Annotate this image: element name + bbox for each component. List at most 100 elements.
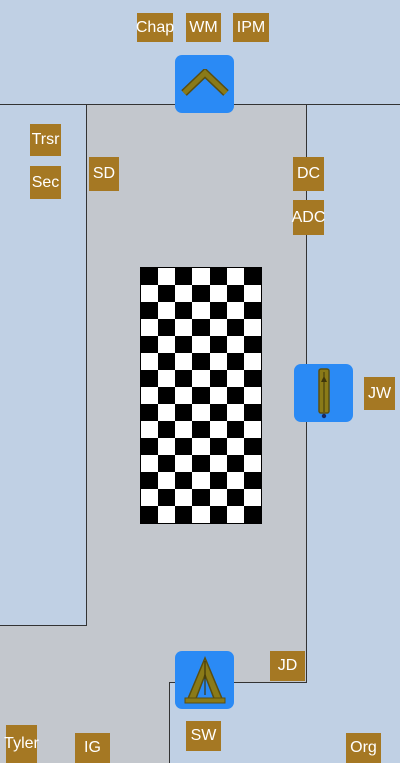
- floor-tile: [141, 421, 159, 438]
- floor-tile: [192, 438, 210, 455]
- floor-tile: [192, 455, 210, 472]
- floor-tile: [175, 472, 193, 489]
- floor-tile: [226, 370, 244, 387]
- floor-tile: [209, 319, 227, 336]
- floor-tile: [226, 489, 244, 506]
- floor-tile: [192, 506, 210, 523]
- floor-tile: [226, 387, 244, 404]
- floor-tile: [192, 302, 210, 319]
- floor-tile: [243, 387, 261, 404]
- floor-tile: [209, 404, 227, 421]
- floor-tile: [209, 489, 227, 506]
- floor-tile: [226, 319, 244, 336]
- floor-tile: [175, 268, 193, 285]
- officer-treasurer[interactable]: Trsr: [30, 124, 61, 156]
- floor-tile: [192, 268, 210, 285]
- officer-junior-deacon[interactable]: JD: [270, 651, 305, 681]
- floor-tile: [158, 472, 176, 489]
- west-pedestal[interactable]: [175, 651, 234, 709]
- floor-tile: [243, 319, 261, 336]
- floor-tile: [209, 421, 227, 438]
- floor-tile: [158, 319, 176, 336]
- floor-tile: [243, 489, 261, 506]
- hall-boundary-left: [86, 104, 87, 626]
- officer-immediate-past-master[interactable]: IPM: [233, 13, 269, 42]
- floor-tile: [209, 438, 227, 455]
- floor-tile: [141, 489, 159, 506]
- floor-tile: [158, 336, 176, 353]
- floor-tile: [175, 387, 193, 404]
- floor-tile: [175, 285, 193, 302]
- east-pedestal[interactable]: [175, 55, 234, 113]
- floor-tile: [243, 455, 261, 472]
- officer-junior-warden[interactable]: JW: [364, 377, 395, 410]
- floor-tile: [141, 302, 159, 319]
- floor-tile: [175, 404, 193, 421]
- officer-secretary[interactable]: Sec: [30, 166, 61, 199]
- floor-tile: [243, 353, 261, 370]
- floor-tile: [175, 506, 193, 523]
- checkered-floor: [140, 267, 262, 524]
- floor-tile: [226, 455, 244, 472]
- floor-tile: [226, 353, 244, 370]
- floor-tile: [192, 421, 210, 438]
- floor-tile: [141, 336, 159, 353]
- floor-tile: [226, 421, 244, 438]
- floor-tile: [226, 472, 244, 489]
- floor-tile: [158, 285, 176, 302]
- floor-tile: [141, 455, 159, 472]
- floor-tile: [158, 370, 176, 387]
- floor-tile: [192, 336, 210, 353]
- floor-tile: [243, 285, 261, 302]
- officer-organist[interactable]: Org: [346, 733, 381, 763]
- floor-tile: [141, 438, 159, 455]
- floor-tile: [209, 336, 227, 353]
- floor-tile: [192, 370, 210, 387]
- floor-tile: [192, 472, 210, 489]
- floor-tile: [209, 370, 227, 387]
- floor-tile: [141, 353, 159, 370]
- officer-chaplain[interactable]: Chap: [136, 13, 174, 42]
- floor-tile: [175, 421, 193, 438]
- officer-tyler[interactable]: Tyler: [4, 725, 39, 763]
- floor-tile: [141, 285, 159, 302]
- floor-tile: [192, 387, 210, 404]
- floor-tile: [141, 472, 159, 489]
- officer-worshipful-master[interactable]: WM: [186, 13, 221, 42]
- hall-boundary-bottom-right: [169, 682, 307, 683]
- floor-tile: [175, 319, 193, 336]
- south-pedestal[interactable]: [294, 364, 353, 422]
- floor-tile: [175, 353, 193, 370]
- floor-tile: [192, 489, 210, 506]
- floor-tile: [226, 404, 244, 421]
- floor-tile: [209, 387, 227, 404]
- officer-assistant-director-of-ceremonies[interactable]: ADC: [292, 200, 325, 235]
- floor-tile: [158, 421, 176, 438]
- floor-tile: [243, 370, 261, 387]
- floor-tile: [158, 489, 176, 506]
- floor-tile: [192, 319, 210, 336]
- floor-tile: [243, 421, 261, 438]
- officer-director-of-ceremonies[interactable]: DC: [293, 157, 324, 191]
- hall-boundary-bottom-left: [0, 625, 87, 626]
- floor-tile: [158, 387, 176, 404]
- floor-tile: [243, 438, 261, 455]
- floor-tile: [158, 404, 176, 421]
- officer-senior-warden[interactable]: SW: [186, 721, 221, 751]
- floor-tile: [226, 268, 244, 285]
- floor-tile: [158, 268, 176, 285]
- floor-tile: [158, 506, 176, 523]
- officer-inner-guard[interactable]: IG: [75, 733, 110, 763]
- floor-tile: [226, 506, 244, 523]
- floor-tile: [209, 353, 227, 370]
- floor-tile: [226, 302, 244, 319]
- floor-tile: [158, 438, 176, 455]
- floor-tile: [209, 302, 227, 319]
- floor-tile: [192, 404, 210, 421]
- floor-tile: [158, 455, 176, 472]
- floor-tile: [209, 455, 227, 472]
- floor-tile: [175, 336, 193, 353]
- officer-senior-deacon[interactable]: SD: [89, 157, 119, 191]
- floor-tile: [175, 438, 193, 455]
- floor-tile: [175, 455, 193, 472]
